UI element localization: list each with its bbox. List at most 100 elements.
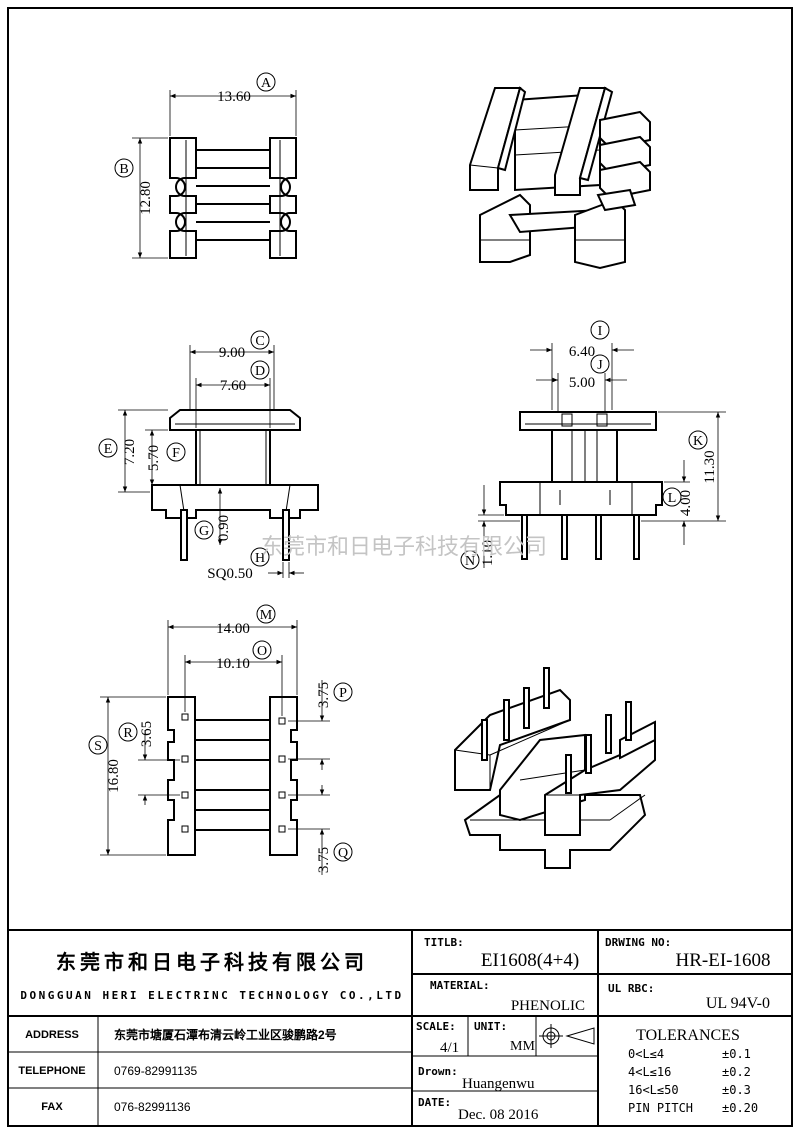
- dim-letter-s: S: [94, 739, 102, 754]
- dim-value-l: 4.00: [678, 490, 694, 516]
- date-label: DATE:: [418, 1096, 451, 1109]
- bottom-view: 14.00 M 10.10 O 3.75 P 3.65 R 16.80 S: [88, 604, 353, 875]
- tolerance-range-2: 4<L≤16: [628, 1065, 671, 1079]
- dim-marker-f: [166, 442, 186, 462]
- projection-symbol-icon: [539, 1024, 595, 1048]
- dim-value-n: 1.10: [480, 540, 496, 566]
- dim-marker-l: [662, 487, 682, 507]
- dim-marker-k: [688, 430, 708, 450]
- dim-value-g: 0.90: [216, 515, 232, 541]
- dim-letter-f: F: [172, 446, 180, 461]
- dim-marker-m: [256, 604, 276, 624]
- dim-value-j: 5.00: [569, 375, 595, 391]
- dim-letter-i: I: [598, 324, 603, 339]
- tolerance-range-4: PIN PITCH: [628, 1101, 693, 1115]
- address-value: 东莞市塘厦石潭布清云岭工业区骏鹏路2号: [114, 1027, 337, 1042]
- dim-letter-q: Q: [338, 846, 348, 861]
- dim-marker-s: [88, 735, 108, 755]
- scale-value: 4/1: [440, 1040, 459, 1056]
- dim-letter-o: O: [257, 644, 267, 659]
- dim-letter-m: M: [260, 608, 273, 623]
- tolerance-value-2: ±0.2: [722, 1065, 751, 1079]
- dim-value-s: 16.80: [106, 759, 122, 793]
- dim-value-d: 7.60: [220, 378, 246, 394]
- dim-value-p: 3.75: [316, 682, 332, 708]
- dim-marker-e: [98, 438, 118, 458]
- dim-marker-p: [333, 682, 353, 702]
- dim-marker-c: [250, 330, 270, 350]
- tolerance-value-1: ±0.1: [722, 1047, 751, 1061]
- dim-letter-k: K: [693, 434, 703, 449]
- dim-value-m: 14.00: [216, 621, 250, 637]
- dim-letter-e: E: [104, 442, 113, 457]
- scale-label: SCALE:: [416, 1020, 456, 1033]
- dim-marker-d: [250, 360, 270, 380]
- dim-marker-h: [250, 547, 270, 567]
- dim-value-b: 12.80: [138, 181, 154, 215]
- telephone-value: 0769-82991135: [114, 1064, 198, 1078]
- top-view: 13.60 A 12.80 B: [114, 72, 297, 259]
- dim-marker-r: [118, 722, 138, 742]
- material-label: MATERIAL:: [430, 979, 490, 992]
- title-value: EI1608(4+4): [481, 950, 579, 971]
- dim-value-r: 3.65: [139, 721, 155, 747]
- isometric-view-top: [469, 86, 651, 270]
- drawn-value: Huangenwu: [462, 1076, 535, 1092]
- tolerance-value-3: ±0.3: [722, 1083, 751, 1097]
- dim-marker-g: [194, 520, 214, 540]
- tolerance-value-4: ±0.20: [722, 1101, 758, 1115]
- dim-letter-b: B: [119, 162, 128, 177]
- dim-marker-i: [590, 320, 610, 340]
- fax-value: 076-82991136: [114, 1100, 191, 1114]
- tolerance-range-1: 0<L≤4: [628, 1047, 664, 1061]
- dim-value-e: 7.20: [122, 439, 138, 465]
- dim-letter-g: G: [199, 524, 209, 539]
- dim-marker-j: [590, 354, 610, 374]
- material-value: PHENOLIC: [511, 998, 585, 1014]
- drawn-label: Drown:: [418, 1065, 458, 1078]
- dim-letter-d: D: [255, 364, 265, 379]
- dim-value-o: 10.10: [216, 656, 250, 672]
- dim-marker-o: [252, 640, 272, 660]
- dim-letter-n: N: [465, 554, 475, 569]
- dim-value-f: 5.70: [146, 445, 162, 471]
- tolerance-range-3: 16<L≤50: [628, 1083, 679, 1097]
- dim-value-c: 9.00: [219, 345, 245, 361]
- title-label: TITLB:: [424, 936, 464, 949]
- dim-letter-h: H: [255, 551, 265, 566]
- company-name-cn: 东莞市和日电子科技有限公司: [56, 950, 368, 974]
- dim-marker-b: [114, 158, 134, 178]
- front-view: 9.00 C 7.60 D 7.20 E 5.70 F 0.90 G SQ0.5…: [98, 330, 319, 582]
- dim-letter-c: C: [255, 334, 264, 349]
- dim-letter-l: L: [668, 491, 677, 506]
- title-block: 东莞市和日电子科技有限公司 DONGGUAN HERI ELECTRINC TE…: [7, 929, 793, 1127]
- dim-value-i: 6.40: [569, 344, 595, 360]
- tolerances-title: TOLERANCES: [636, 1027, 740, 1044]
- dim-letter-a: A: [261, 76, 272, 91]
- address-label: ADDRESS: [25, 1029, 79, 1041]
- dim-value-a: 13.60: [217, 89, 251, 105]
- isometric-view-bottom: [454, 667, 656, 869]
- unit-label: UNIT:: [474, 1020, 507, 1033]
- telephone-label: TELEPHONE: [18, 1065, 85, 1077]
- dim-marker-n: [460, 550, 480, 570]
- date-value: Dec. 08 2016: [458, 1107, 539, 1123]
- dim-value-h: SQ0.50: [207, 566, 252, 582]
- ul-value: UL 94V-0: [706, 995, 770, 1012]
- dim-value-k: 11.30: [702, 450, 718, 483]
- dim-marker-a: [256, 72, 276, 92]
- watermark-text: 东莞市和日电子科技有限公司: [261, 534, 547, 559]
- dim-letter-p: P: [339, 686, 347, 701]
- drawing-no-label: DRWING NO:: [605, 936, 671, 949]
- side-view: 6.40 I 5.00 J 11.30 K 4.00 L 1.10 N: [460, 320, 726, 570]
- unit-value: MM: [510, 1039, 535, 1054]
- ul-label: UL RBC:: [608, 982, 654, 995]
- dim-letter-r: R: [123, 726, 133, 741]
- company-name-en: DONGGUAN HERI ELECTRINC TECHNOLOGY CO.,L…: [20, 989, 403, 1002]
- dim-letter-j: J: [597, 358, 603, 373]
- drawing-no-value: HR-EI-1608: [676, 950, 771, 971]
- dim-marker-q: [333, 842, 353, 862]
- fax-label: FAX: [41, 1101, 63, 1113]
